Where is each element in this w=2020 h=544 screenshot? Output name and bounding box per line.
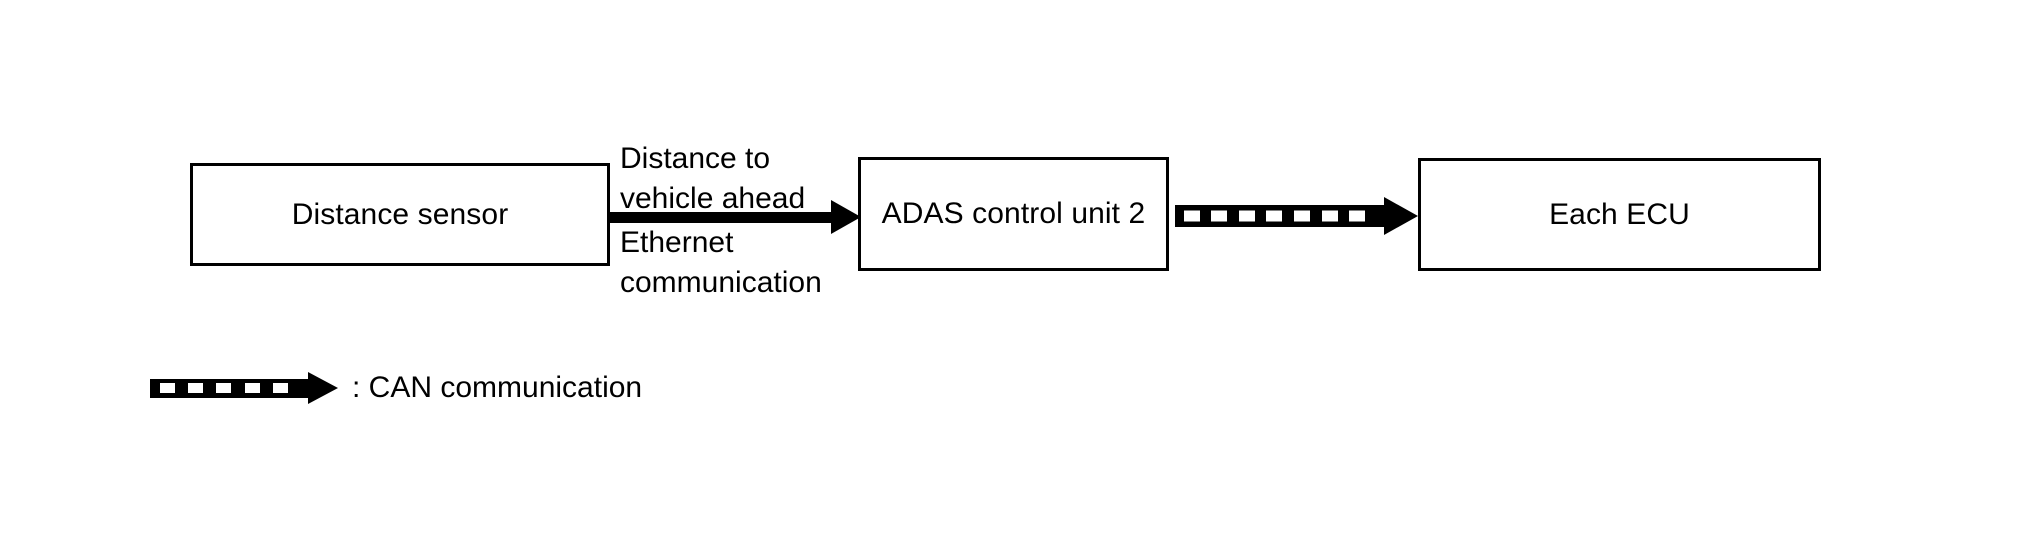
edge-arrow-can-communication: [1175, 196, 1418, 236]
arrow-head-icon: [831, 200, 861, 234]
arrow-shaft: [609, 211, 832, 223]
legend: : CAN communication: [150, 368, 642, 408]
arrow-shaft-dashed: [1175, 205, 1385, 227]
arrow-dash-notch: [1266, 210, 1283, 222]
arrow-dash-notch: [159, 383, 175, 393]
edge-label-line-distance-to: Distance to: [620, 142, 771, 175]
arrow-shaft-dashed: [150, 378, 309, 398]
node-adas-control-unit-2-label: ADAS control unit 2: [881, 197, 1146, 230]
arrow-dash-notch: [273, 383, 289, 393]
node-adas-control-unit-2[interactable]: ADAS control unit 2: [858, 157, 1169, 271]
arrow-dash-notch: [1349, 210, 1366, 222]
edge-label-ethernet-communication: Ethernet communication: [620, 223, 870, 303]
arrow-dash-notch: [216, 383, 232, 393]
arrow-dash-notch: [1294, 210, 1311, 222]
arrow-dash-notch: [1183, 210, 1200, 222]
arrow-dash-notch: [1321, 210, 1338, 222]
arrow-head-icon: [308, 372, 338, 404]
node-distance-sensor-label: Distance sensor: [291, 197, 509, 231]
arrow-dash-notch: [244, 383, 260, 393]
node-each-ecu[interactable]: Each ECU: [1418, 158, 1821, 271]
node-each-ecu-label: Each ECU: [1549, 197, 1690, 231]
edge-arrow-ethernet-communication: [609, 200, 861, 234]
arrow-head-icon: [1384, 197, 1418, 235]
arrow-dash-notch: [1211, 210, 1228, 222]
arrow-dash-notch: [187, 383, 203, 393]
edge-label-line-ethernet: Ethernet: [620, 226, 734, 259]
edge-label-line-vehicle-ahead: vehicle ahead: [620, 182, 806, 215]
legend-dashed-arrow-icon: [150, 372, 338, 404]
edge-label-line-communication: communication: [620, 266, 822, 299]
edge-label-distance-to-vehicle-ahead: Distance to vehicle ahead: [620, 139, 860, 219]
arrow-dash-notch: [1238, 210, 1255, 222]
node-distance-sensor[interactable]: Distance sensor: [190, 163, 610, 266]
legend-label-can-communication: : CAN communication: [352, 371, 643, 404]
